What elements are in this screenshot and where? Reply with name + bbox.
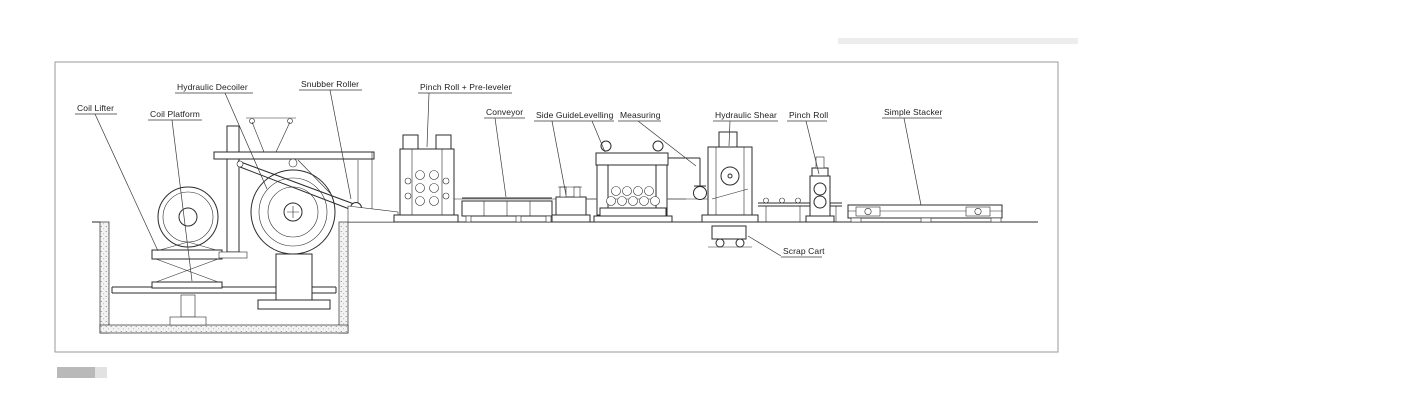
pinch-roll-top-roll (813, 182, 827, 196)
pinch-roll-pre-leveler-label: Pinch Roll + Pre-leveler (418, 82, 512, 148)
conveyor-unit (461, 197, 553, 223)
decoiler-mandrel (283, 202, 303, 222)
measuring-unit (668, 157, 707, 200)
decoiler-base-plate (257, 299, 331, 310)
scissor-legs (155, 258, 219, 283)
decoiler-post (226, 125, 240, 253)
hydraulic-shear-unit (701, 131, 759, 223)
coil-lifter-unit (151, 186, 223, 289)
label-text: Scrap Cart (783, 246, 825, 256)
side-guide-label: Side Guide (534, 110, 579, 196)
leader-line (75, 113, 159, 252)
label-text: Measuring (620, 110, 661, 120)
coil-platform-label: Coil Platform (148, 109, 202, 282)
label-text: Snubber Roller (301, 79, 359, 89)
hydraulic-shear-label: Hydraulic Shear (713, 110, 778, 147)
simple-stacker-label: Simple Stacker (882, 107, 943, 206)
coil-lifter-label: Coil Lifter (75, 103, 159, 252)
leveller-handwheel (652, 140, 664, 152)
leader-line (148, 119, 202, 282)
scrap-cart-wheel (715, 238, 725, 248)
label-text: Pinch Roll + Pre-leveler (420, 82, 512, 92)
label-text: Coil Platform (150, 109, 200, 119)
leader-line (418, 92, 512, 148)
pinch-roll-bottom-roll (813, 195, 827, 209)
leader-line (534, 120, 577, 196)
ui-artifact-bar-light (95, 367, 107, 378)
hold-down-roller (288, 158, 298, 168)
threading-ramp (347, 205, 399, 223)
levelling-unit (586, 140, 686, 223)
measuring-wheel (693, 186, 707, 200)
leader-line (618, 120, 697, 167)
leader-line (787, 120, 827, 175)
label-text: Simple Stacker (884, 107, 943, 117)
coil-bore (178, 207, 198, 227)
levelling-label: Levelling (577, 110, 614, 153)
lifter-platform (151, 249, 223, 260)
hydraulic-decoiler-label: Hydraulic Decoiler (175, 82, 268, 190)
leader-line (484, 117, 525, 198)
foundation-pit (99, 221, 349, 334)
leader-line (299, 89, 362, 200)
decoiler-cylinders (246, 117, 296, 153)
leader-line (577, 120, 614, 153)
leader-line (175, 92, 268, 190)
leader-line (713, 120, 778, 147)
pinch-roll-unit (805, 156, 835, 223)
side-guide-body (555, 196, 587, 216)
coil-saddle (159, 241, 217, 251)
window-artifact-strip (838, 38, 1078, 44)
pre-leveler-cylinder (435, 134, 452, 150)
label-text: Levelling (579, 110, 614, 120)
decoiler-top-beam (213, 151, 375, 160)
leader-line (882, 117, 942, 206)
side-guide-unit (551, 186, 591, 223)
label-text: Hydraulic Decoiler (177, 82, 248, 92)
snubber-roller-label: Snubber Roller (299, 79, 362, 200)
leveller-top-beam (595, 152, 669, 166)
measuring-label: Measuring (618, 110, 697, 167)
scrap-cart-label: Scrap Cart (747, 235, 825, 258)
simple-stacker-unit (847, 204, 1003, 223)
pinch-roll-label: Pinch Roll (787, 110, 828, 175)
label-text: Pinch Roll (789, 110, 828, 120)
label-text: Side Guide (536, 110, 579, 120)
annotations: Coil Lifter Coil Platform Hydraulic Deco… (75, 79, 943, 282)
shear-cylinder (718, 131, 738, 148)
scrap-cart-unit (708, 225, 752, 248)
pinch-roll-pre-leveler-unit (393, 134, 459, 223)
leveller-rollers (606, 186, 660, 206)
leader-line (747, 235, 822, 258)
pre-leveler-rollers (404, 170, 450, 206)
scrap-cart-body (711, 225, 747, 240)
shear-flywheel (720, 166, 740, 186)
scrap-cart-wheel (735, 238, 745, 248)
measuring-arm (668, 157, 706, 187)
machine-line (92, 117, 1038, 334)
pre-leveler-cylinder (402, 134, 419, 150)
label-text: Conveyor (486, 107, 523, 117)
conveyor-label: Conveyor (484, 107, 525, 198)
drawing-border (54, 61, 1059, 353)
lifter-base (151, 281, 223, 289)
coil-outer (157, 186, 219, 248)
label-text: Coil Lifter (77, 103, 114, 113)
decoiler-pedestal (275, 253, 313, 301)
hydraulic-decoiler-unit (213, 117, 375, 310)
ui-artifact-bar (57, 367, 95, 378)
snubber-arm (237, 160, 355, 211)
coil-platform-rails (111, 286, 337, 326)
label-text: Hydraulic Shear (715, 110, 777, 120)
